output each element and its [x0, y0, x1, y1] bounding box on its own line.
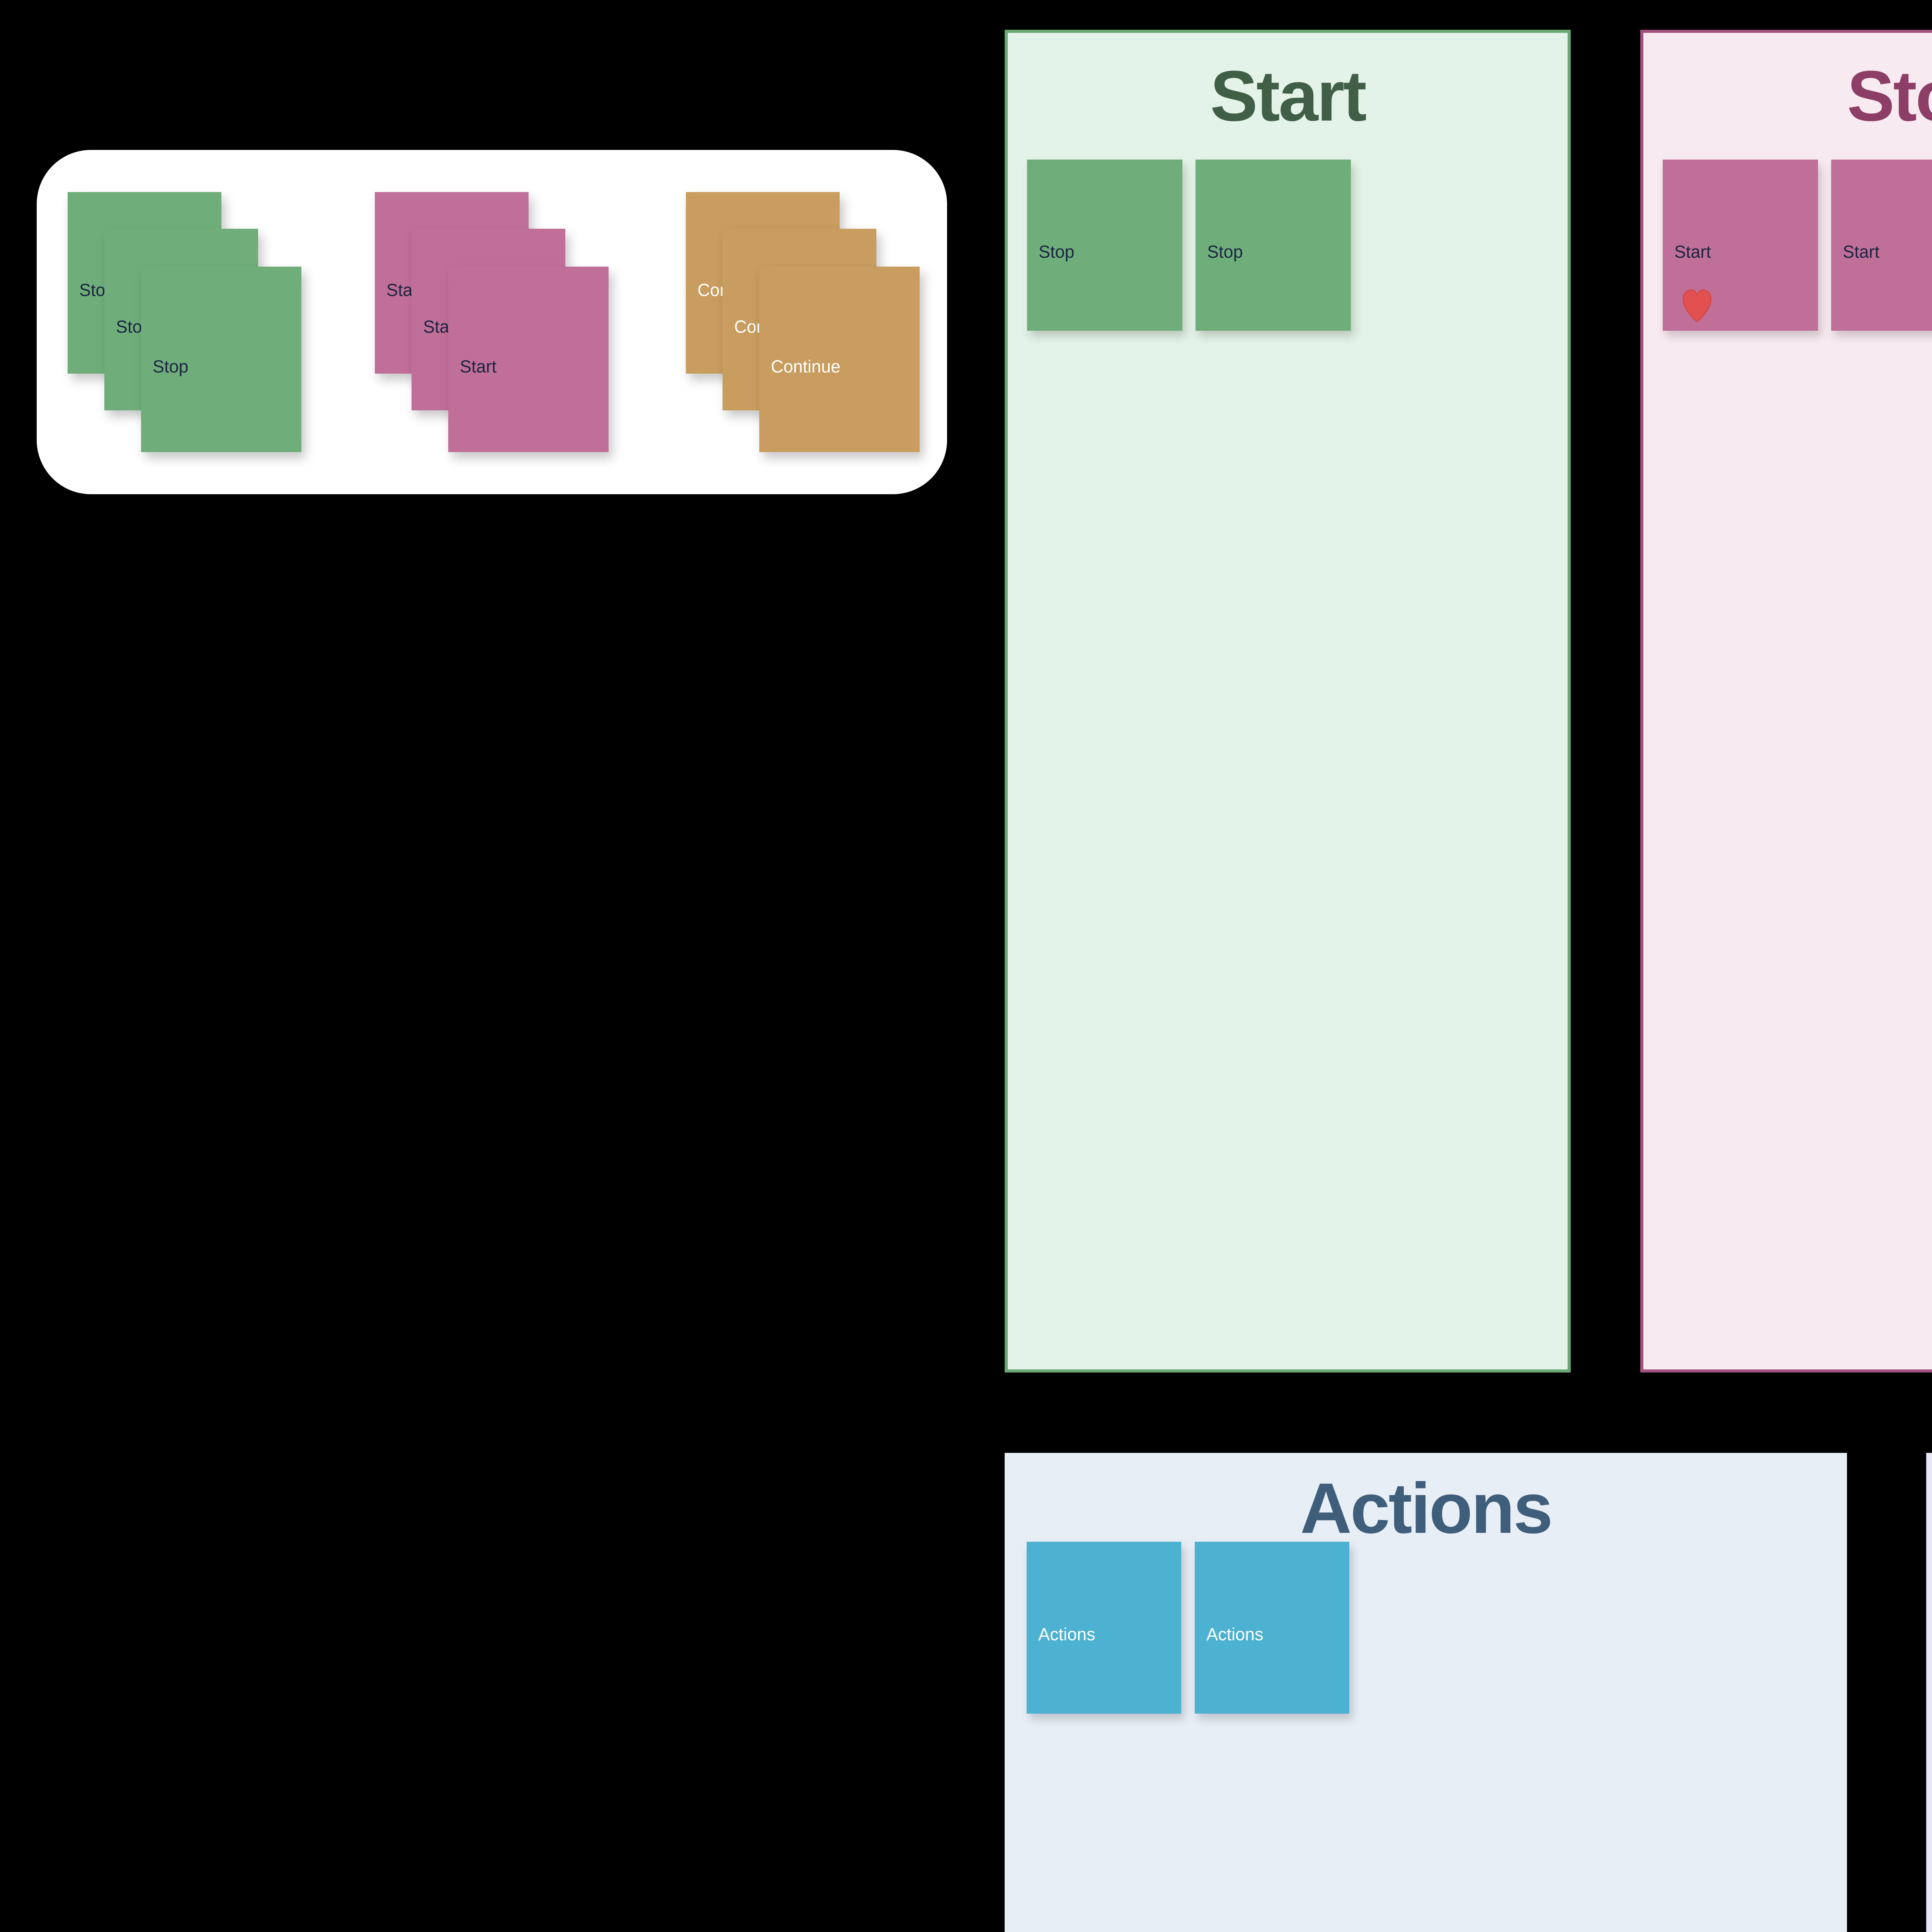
note-label: Start: [1843, 242, 1880, 262]
note-label: Start: [460, 357, 497, 377]
note-label: Actions: [1038, 1624, 1095, 1645]
sticky-note-palette: Stop Stop Stop Start Start Start Continu…: [37, 150, 947, 494]
heart-sticker-icon[interactable]: [1673, 282, 1721, 324]
sticky-note[interactable]: Stop: [1196, 160, 1351, 331]
column-stop: Stop Start Start: [1640, 30, 1932, 1372]
panel-questions: Questions Questions Questions: [1926, 1453, 1932, 1932]
note-label: Continue: [771, 357, 841, 377]
palette-note-stop[interactable]: Stop: [141, 267, 301, 452]
sticky-note[interactable]: Actions: [1027, 1542, 1181, 1714]
note-label: Start: [1674, 242, 1711, 262]
sticky-note[interactable]: Actions: [1195, 1542, 1349, 1714]
note-label: Stop: [153, 357, 189, 377]
note-label: Stop: [1039, 242, 1075, 262]
panel-title: Actions: [1300, 1469, 1553, 1548]
column-title: Start: [1210, 56, 1367, 136]
column-title: Stop: [1847, 56, 1932, 136]
panel-title: Questions: [1926, 1468, 1932, 1549]
column-start: Start Stop Stop: [1005, 30, 1571, 1372]
palette-note-start[interactable]: Start: [448, 267, 609, 452]
sticky-note[interactable]: Stop: [1027, 160, 1182, 331]
palette-note-continue[interactable]: Continue: [759, 267, 920, 452]
note-label: Actions: [1206, 1624, 1264, 1645]
panel-actions: Actions Actions Actions: [1005, 1453, 1847, 1932]
sticky-note[interactable]: Start: [1663, 160, 1818, 331]
sticky-note[interactable]: Start: [1831, 160, 1932, 331]
note-label: Stop: [1207, 242, 1243, 262]
